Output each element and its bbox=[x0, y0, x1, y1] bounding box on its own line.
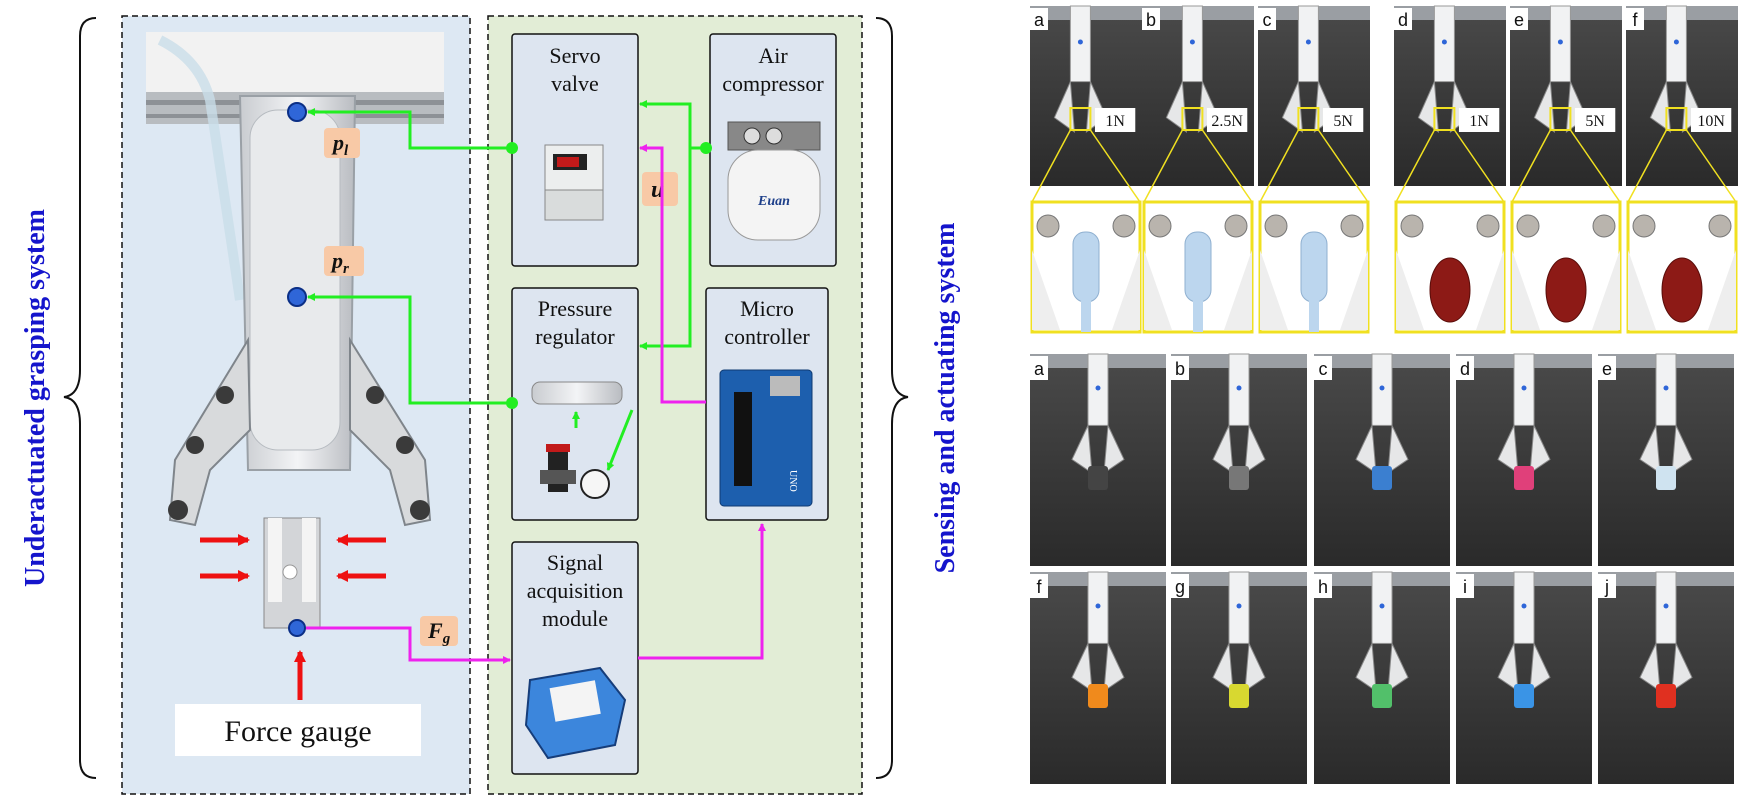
left-system-label: Underactuated grasping system bbox=[20, 209, 51, 587]
panel-letter: h bbox=[1318, 577, 1328, 597]
force-panel: c 5N bbox=[1258, 5, 1370, 334]
servo-valve-box: Servo valve bbox=[511, 33, 639, 267]
svg-text:Micro: Micro bbox=[740, 296, 794, 321]
object-panel: h bbox=[1314, 571, 1450, 784]
force-test-grid: a 1N b 2.5N c 5N d 1N e 5N f 10N bbox=[1030, 5, 1738, 334]
force-label: 5N bbox=[1585, 113, 1605, 130]
fg-tag: Fg bbox=[420, 616, 458, 647]
force-label: 2.5N bbox=[1211, 113, 1243, 130]
svg-text:controller: controller bbox=[724, 324, 810, 349]
micro-controller-box: Micro controller UNO bbox=[705, 287, 829, 521]
force-label: 1N bbox=[1469, 113, 1489, 130]
air-compressor-box: Air compressor Euan bbox=[709, 33, 837, 267]
svg-text:Signal: Signal bbox=[547, 550, 603, 575]
object-panel: d bbox=[1456, 353, 1592, 566]
svg-text:module: module bbox=[542, 606, 608, 631]
force-label: 1N bbox=[1105, 113, 1125, 130]
svg-text:UNO: UNO bbox=[787, 470, 798, 492]
svg-text:Pressure: Pressure bbox=[538, 296, 613, 321]
svg-text:pr: pr bbox=[330, 248, 349, 277]
force-panel: e 5N bbox=[1510, 5, 1622, 334]
object-panel: g bbox=[1171, 571, 1307, 784]
svg-text:pl: pl bbox=[331, 130, 349, 159]
zoom-panel bbox=[1626, 200, 1738, 334]
force-label: 5N bbox=[1333, 113, 1353, 130]
panel-letter: d bbox=[1398, 10, 1408, 30]
panel-letter: b bbox=[1175, 359, 1185, 379]
svg-text:Air: Air bbox=[758, 43, 788, 68]
force-panel: a 1N bbox=[1030, 5, 1142, 334]
object-grasp-grid: a b c d e f g h i j bbox=[1030, 353, 1734, 784]
panel-letter: f bbox=[1632, 10, 1638, 30]
panel-letter: j bbox=[1604, 577, 1609, 597]
left-port bbox=[287, 102, 307, 122]
object-panel: c bbox=[1314, 353, 1450, 566]
panel-letter: i bbox=[1463, 577, 1467, 597]
zoom-panel bbox=[1394, 200, 1506, 334]
left-brace bbox=[63, 17, 97, 779]
svg-text:Fg: Fg bbox=[427, 618, 451, 647]
zoom-panel bbox=[1258, 200, 1370, 334]
svg-text:Servo: Servo bbox=[549, 43, 600, 68]
zoom-panel bbox=[1030, 200, 1142, 334]
object-panel: j bbox=[1598, 571, 1734, 784]
svg-text:Euan: Euan bbox=[757, 194, 790, 209]
svg-text:regulator: regulator bbox=[535, 324, 615, 349]
gauge-port bbox=[288, 619, 306, 637]
object-panel: f bbox=[1030, 571, 1166, 784]
panel-letter: c bbox=[1319, 359, 1328, 379]
panel-letter: a bbox=[1034, 359, 1045, 379]
panel-letter: b bbox=[1146, 10, 1156, 30]
signal-acquisition-box: Signal acquisition module bbox=[511, 541, 639, 775]
svg-text:acquisition: acquisition bbox=[527, 578, 624, 603]
force-label: 10N bbox=[1697, 113, 1725, 130]
pressure-regulator-box: Pressure regulator bbox=[511, 287, 639, 521]
panel-letter: g bbox=[1175, 577, 1185, 597]
right-system-label: Sensing and actuating system bbox=[930, 223, 961, 574]
pr-tag: pr bbox=[324, 246, 364, 277]
zoom-panel bbox=[1142, 200, 1254, 334]
right-port bbox=[287, 287, 307, 307]
signal-lines bbox=[306, 144, 766, 664]
panel-letter: e bbox=[1514, 10, 1524, 30]
panel-letter: c bbox=[1263, 10, 1272, 30]
panel-letter: d bbox=[1460, 359, 1470, 379]
force-panel: b 2.5N bbox=[1142, 5, 1254, 334]
zoom-panel bbox=[1510, 200, 1622, 334]
panel-letter: e bbox=[1602, 359, 1612, 379]
force-gauge-box bbox=[175, 704, 421, 756]
force-panel: d 1N bbox=[1394, 5, 1506, 334]
u-tag: u bbox=[642, 172, 678, 206]
svg-text:valve: valve bbox=[551, 71, 599, 96]
object-panel: i bbox=[1456, 571, 1592, 784]
panel-letter: a bbox=[1034, 10, 1045, 30]
force-gauge-label: Force gauge bbox=[224, 715, 371, 748]
force-panel: f 10N bbox=[1626, 5, 1738, 334]
air-lines bbox=[307, 100, 712, 471]
panel-letter: f bbox=[1036, 577, 1042, 597]
right-brace bbox=[875, 17, 909, 779]
object-panel: e bbox=[1598, 353, 1734, 566]
object-panel: a bbox=[1030, 353, 1166, 566]
object-panel: b bbox=[1171, 353, 1307, 566]
svg-text:compressor: compressor bbox=[722, 71, 824, 96]
pl-tag: pl bbox=[324, 128, 360, 159]
